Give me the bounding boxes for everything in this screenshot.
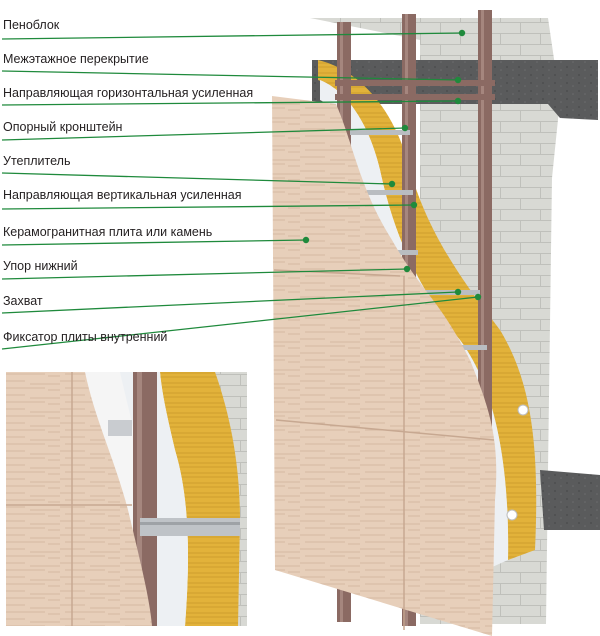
insulation-band [318,60,537,560]
label-bottom-stop: Упор нижний [3,259,78,273]
label-insulation: Утеплитель [3,154,70,168]
leader-lines [1,32,479,350]
label-horizontal-guide: Направляющая горизонтальная усиленная [3,86,253,100]
tile-joints [273,269,495,630]
leader-dots [302,29,482,301]
floor-slab-top [312,60,598,120]
label-vertical-guide: Направляющая вертикальная усиленная [3,188,241,202]
callout-labels: Пеноблок Межэтажное перекрытие Направляю… [3,18,253,344]
main-illustration [272,10,600,636]
label-foam-block: Пеноблок [3,18,60,32]
label-porcelain-tile: Керамогранитная плита или камень [3,225,212,239]
porcelain-tile-cladding [272,96,497,636]
horizontal-guide-2 [335,94,495,100]
fixing-clip-2 [506,509,518,521]
label-inner-tile-lock: Фиксатор плиты внутренний [3,330,167,344]
horizontal-guide-1 [335,80,495,86]
label-interfloor-slab: Межэтажное перекрытие [3,52,149,66]
label-support-bracket: Опорный кронштейн [3,120,123,134]
floor-slab-bottom [540,470,600,530]
label-clamp: Захват [3,294,43,308]
inset-detail [6,372,247,626]
fixing-clip-1 [517,404,529,416]
